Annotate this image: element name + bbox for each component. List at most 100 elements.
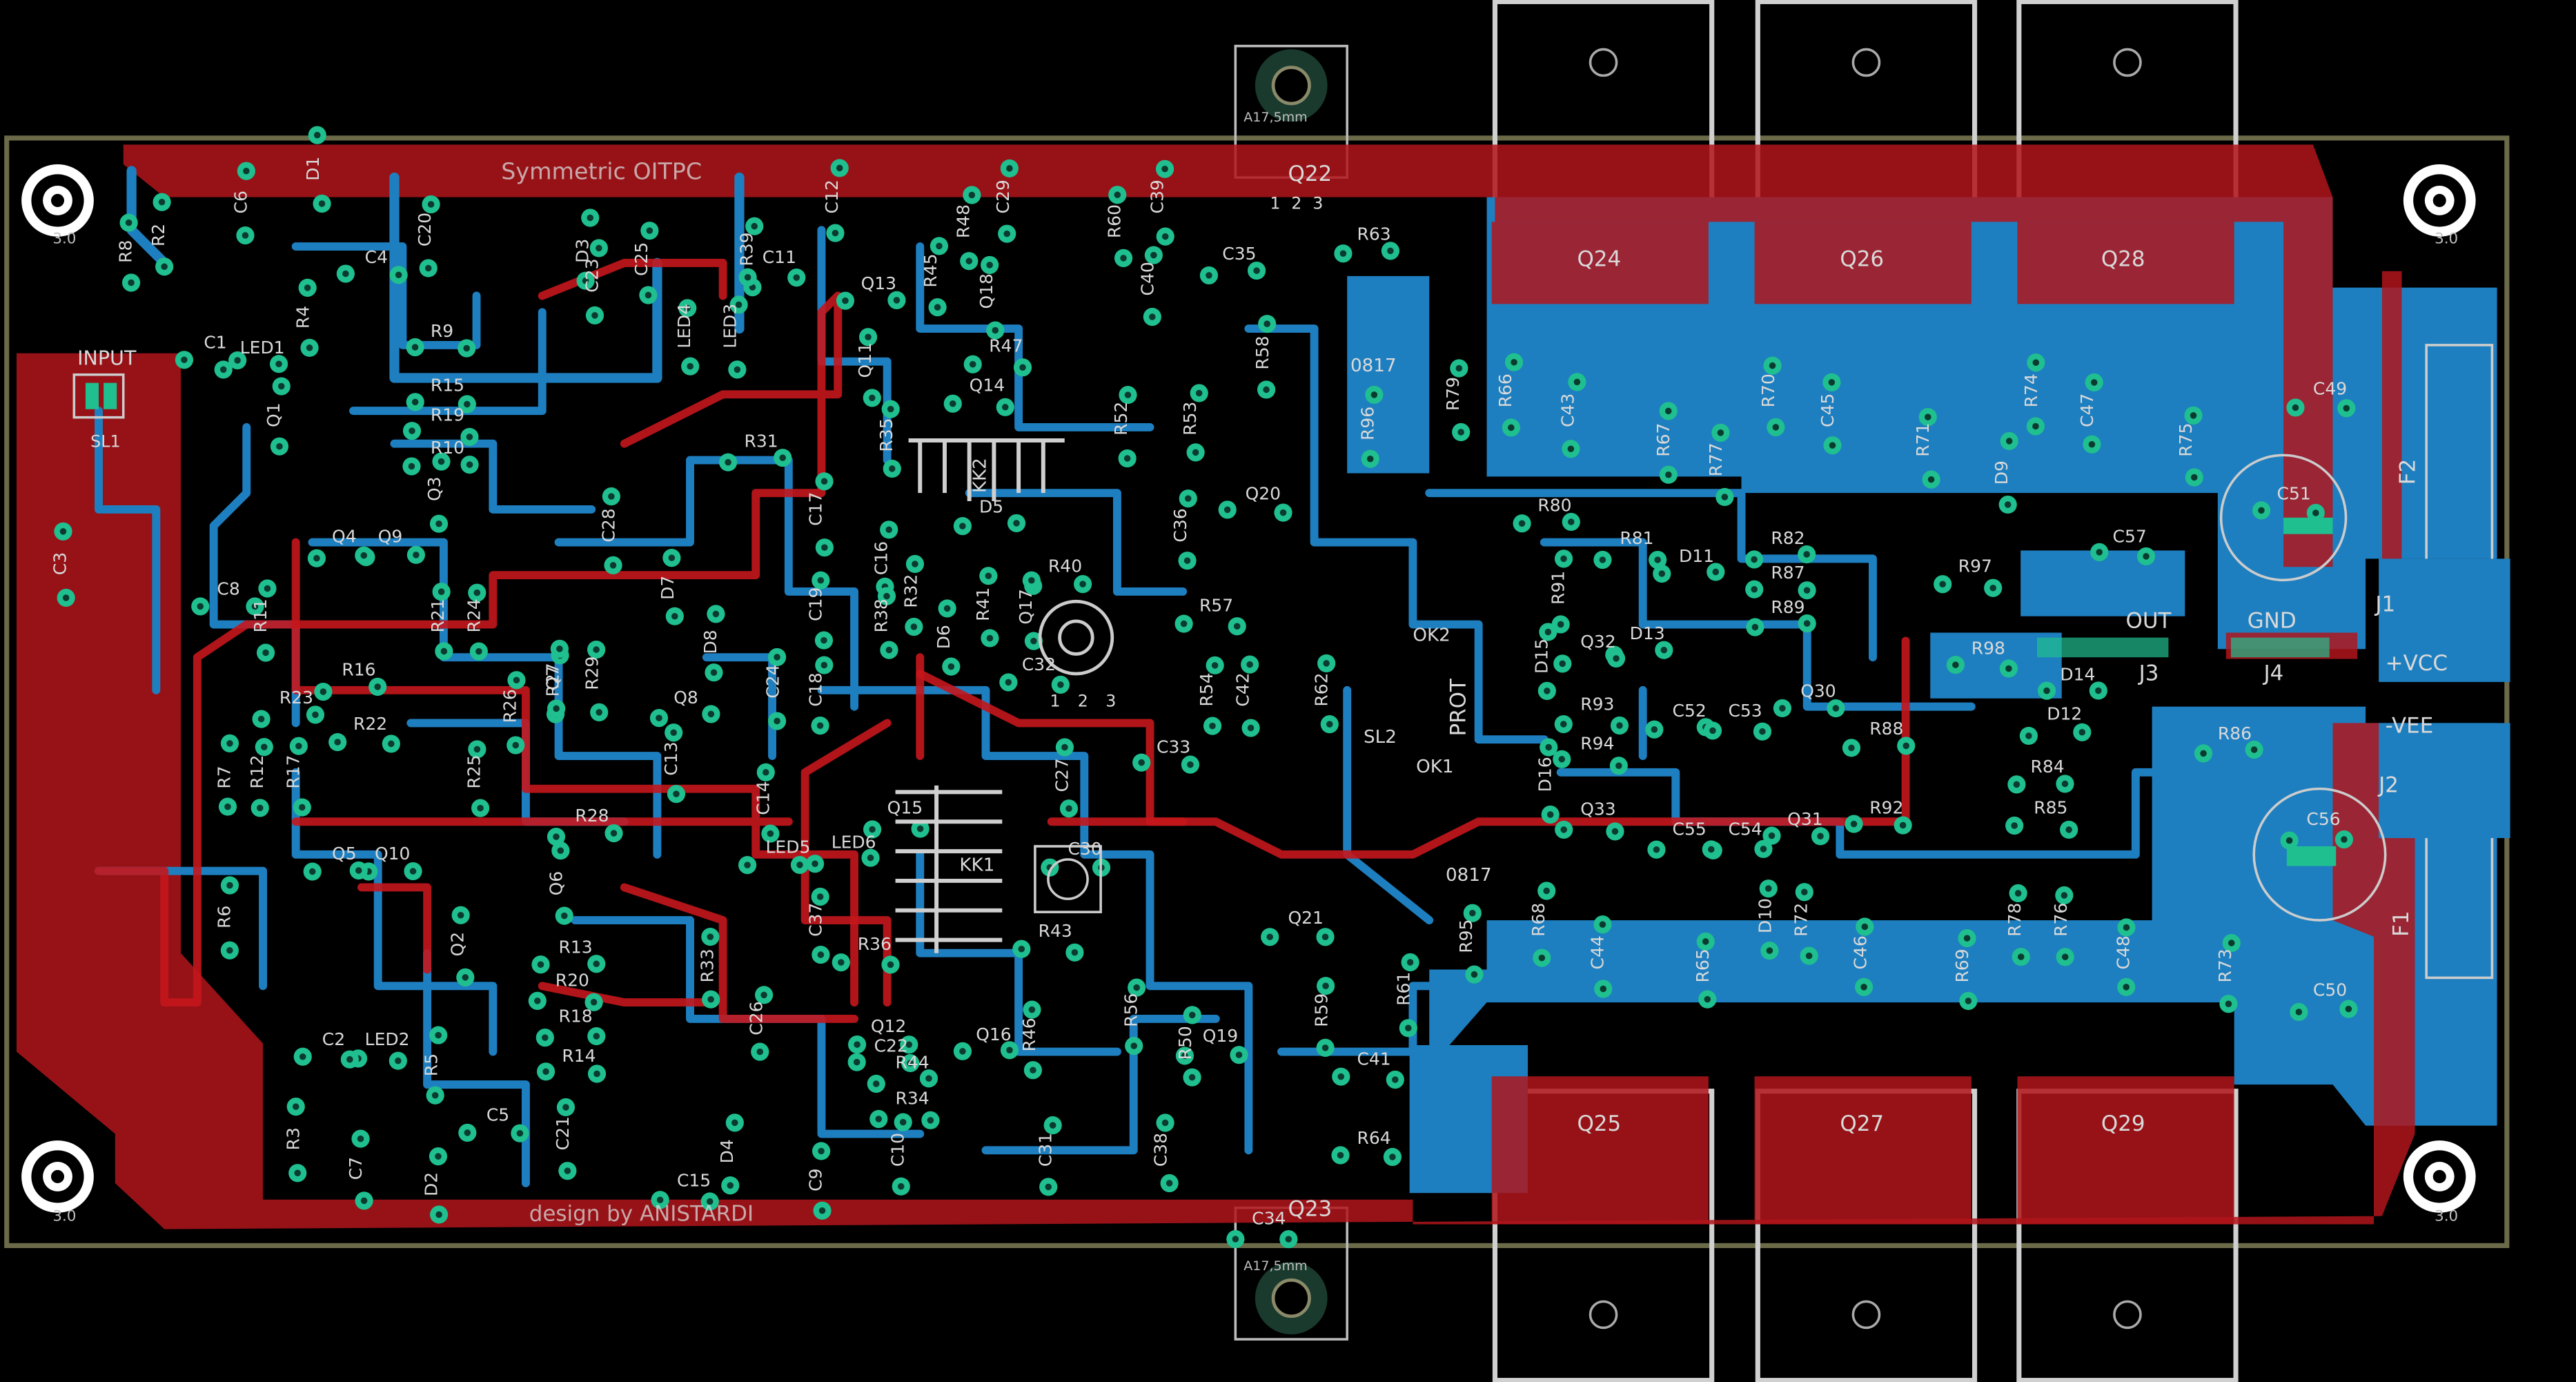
refdes-r71: R71: [1913, 423, 1933, 457]
refdes-c23: C23: [582, 258, 602, 292]
q29-label: Q29: [2101, 1111, 2145, 1136]
refdes-r72: R72: [1791, 903, 1811, 937]
refdes-q18: Q18: [976, 273, 996, 309]
refdes-c2: C2: [322, 1029, 345, 1049]
refdes-r8: R8: [116, 240, 136, 263]
refdes-c3: C3: [50, 552, 70, 575]
refdes-led3: LED3: [720, 304, 740, 349]
refdes-c34: C34: [1252, 1208, 1286, 1228]
refdes-r32: R32: [901, 574, 921, 608]
refdes-r17: R17: [283, 755, 303, 788]
refdes-r96: R96: [1357, 407, 1377, 440]
refdes-c15: C15: [677, 1171, 711, 1191]
ok2-label: OK2: [1413, 625, 1450, 645]
refdes-r20: R20: [555, 970, 589, 990]
refdes-r29: R29: [582, 656, 602, 690]
refdes-q4: Q4: [332, 527, 357, 547]
refdes-r3: R3: [283, 1127, 303, 1150]
refdes-c7: C7: [346, 1157, 366, 1180]
refdes-c56: C56: [2306, 809, 2340, 829]
refdes-q21: Q21: [1288, 908, 1324, 928]
refdes-q30: Q30: [1800, 681, 1836, 701]
refdes-r67: R67: [1653, 423, 1673, 457]
refdes-led6: LED6: [832, 832, 876, 852]
refdes-r65: R65: [1693, 948, 1713, 982]
refdes-r82: R82: [1771, 528, 1805, 548]
refdes-c50: C50: [2313, 980, 2347, 1000]
tab-label: A17,5mm: [1243, 1258, 1307, 1274]
q24-label: Q24: [1577, 247, 1621, 272]
pin-label: 2: [1291, 193, 1301, 213]
refdes-q32: Q32: [1580, 632, 1615, 652]
refdes-c18: C18: [805, 672, 825, 706]
refdes-q17: Q17: [1016, 589, 1036, 624]
refdes-c55: C55: [1673, 819, 1707, 839]
input-label: INPUT: [77, 346, 137, 369]
refdes-r25: R25: [464, 755, 484, 788]
board-credit: design by ANISTARDI: [529, 1202, 754, 1227]
mounting-hole: [2403, 164, 2476, 237]
refdes-r13: R13: [559, 937, 593, 957]
refdes-c36: C36: [1170, 508, 1190, 542]
refdes-r15: R15: [431, 376, 464, 396]
refdes-d14: D14: [2060, 665, 2095, 685]
refdes-r80: R80: [1537, 495, 1571, 515]
refdes-c28: C28: [598, 508, 618, 542]
refdes-r33: R33: [697, 948, 717, 982]
refdes-r74: R74: [2021, 373, 2041, 407]
refdes-c11: C11: [763, 247, 796, 267]
refdes-q2: Q2: [447, 932, 467, 957]
refdes-c13: C13: [661, 741, 681, 775]
refdes-c22: C22: [874, 1036, 908, 1056]
refdes-c43: C43: [1558, 393, 1578, 427]
refdes-c19: C19: [805, 587, 825, 621]
refdes-q13: Q13: [861, 273, 896, 293]
opto-label: 0817: [1446, 865, 1492, 886]
refdes-c27: C27: [1052, 758, 1072, 792]
refdes-q20: Q20: [1246, 484, 1281, 504]
mounting-hole: [21, 164, 94, 237]
heatsinks: [895, 438, 1065, 953]
vcc-label: +VCC: [2386, 651, 2448, 676]
refdes-r2: R2: [148, 224, 168, 246]
refdes-r4: R4: [293, 306, 313, 329]
refdes-r27: R27: [543, 663, 563, 697]
refdes-d16: D16: [1535, 757, 1555, 792]
refdes-c4: C4: [365, 247, 388, 267]
mounting-hole: [21, 1140, 94, 1213]
refdes-r28: R28: [575, 806, 609, 826]
refdes-r34: R34: [896, 1089, 930, 1109]
q23-label: Q23: [1288, 1197, 1333, 1222]
refdes-c25: C25: [631, 242, 651, 276]
refdes-q9: Q9: [378, 527, 403, 547]
pin-label: 3: [1312, 193, 1323, 213]
j1-label: J1: [2374, 592, 2395, 617]
refdes-r76: R76: [2051, 903, 2071, 937]
refdes-r93: R93: [1580, 694, 1614, 714]
refdes-r69: R69: [1952, 948, 1972, 982]
refdes-q5: Q5: [332, 844, 357, 864]
j2-label: J2: [2377, 772, 2399, 797]
refdes-r57: R57: [1199, 596, 1233, 616]
refdes-q3: Q3: [424, 476, 444, 501]
refdes-r19: R19: [431, 405, 464, 425]
refdes-r88: R88: [1869, 719, 1903, 739]
refdes-d5: D5: [979, 497, 1003, 517]
refdes-c47: C47: [2077, 393, 2097, 427]
refdes-c57: C57: [2113, 527, 2147, 547]
refdes-r87: R87: [1771, 563, 1805, 583]
refdes-led1: LED1: [240, 338, 285, 358]
refdes-c1: C1: [204, 333, 226, 353]
refdes-r92: R92: [1869, 797, 1903, 817]
refdes-r36: R36: [858, 934, 892, 954]
q25-label: Q25: [1577, 1111, 1621, 1136]
refdes-r22: R22: [353, 714, 387, 734]
gnd-label: GND: [2248, 608, 2297, 633]
refdes-r40: R40: [1048, 556, 1082, 576]
refdes-r7: R7: [214, 766, 234, 788]
refdes-r46: R46: [1019, 1018, 1039, 1051]
refdes-r73: R73: [2215, 948, 2235, 982]
refdes-d4: D4: [717, 1139, 737, 1163]
refdes-led2: LED2: [365, 1029, 410, 1049]
